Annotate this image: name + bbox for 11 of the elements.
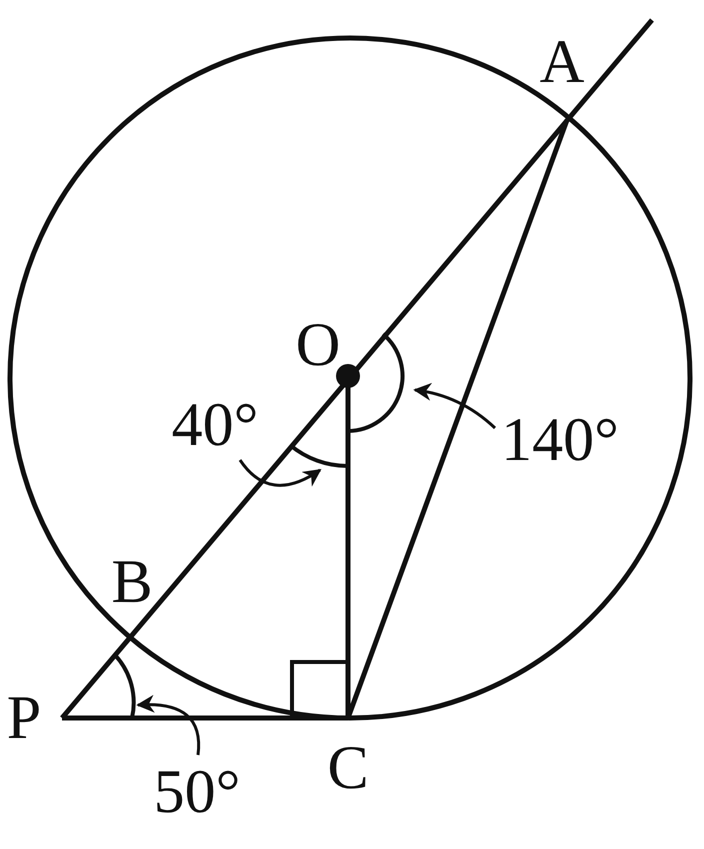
leader-line [238, 459, 322, 487]
point-label: P [6, 687, 42, 749]
angle-label: 40° [172, 394, 258, 456]
point-label: O [296, 314, 340, 376]
angle-label: 50° [154, 761, 240, 823]
angle-label: 140° [501, 409, 619, 471]
point-label: B [111, 551, 153, 613]
point-label: C [327, 737, 369, 799]
leader-line [136, 695, 200, 756]
point-label: A [540, 31, 584, 93]
leader-line [413, 383, 496, 430]
